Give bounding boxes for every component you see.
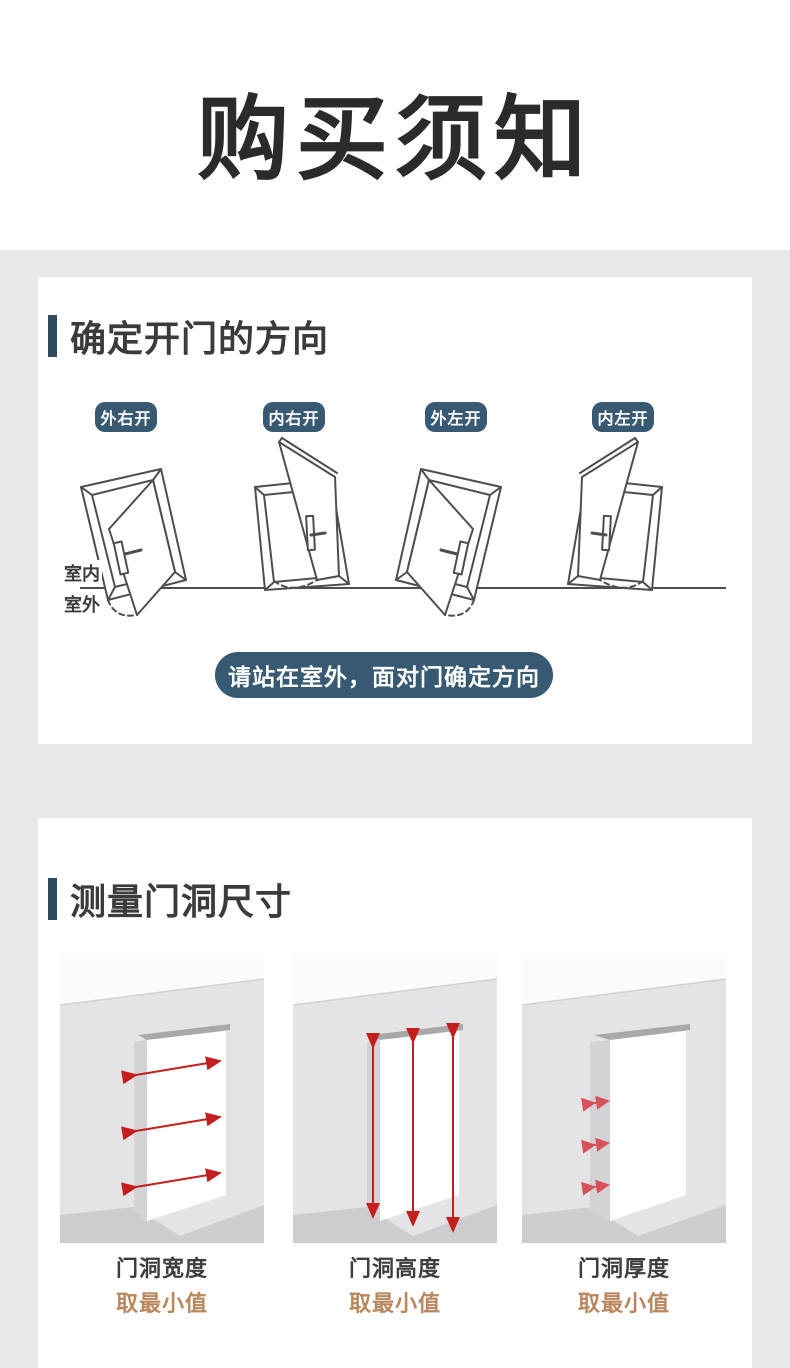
page-title: 购买须知 bbox=[196, 89, 593, 191]
figure-doorway-width: 门洞宽度 取最小值 bbox=[60, 953, 264, 1318]
section-direction-title: 确定开门的方向 bbox=[70, 318, 330, 359]
figure-doorway-height: 门洞高度 取最小值 bbox=[293, 953, 497, 1318]
outdoor-label: 室外 bbox=[62, 591, 102, 617]
figure-height-subcaption: 取最小值 bbox=[348, 1291, 441, 1316]
door-label-inward-left: 内左开 bbox=[592, 402, 654, 432]
indoor-label: 室内 bbox=[62, 560, 102, 586]
door-outward-right-icon bbox=[80, 468, 187, 617]
door-label-inward-right: 内右开 bbox=[263, 402, 325, 432]
figure-doorway-thickness: 门洞厚度 取最小值 bbox=[522, 953, 726, 1318]
door-label-outward-left: 外左开 bbox=[425, 402, 487, 432]
section-direction-heading: 确定开门的方向 bbox=[48, 310, 329, 362]
section-measure-doorway: 测量门洞尺寸 门洞宽度 取最小值 bbox=[38, 818, 752, 1368]
figure-thickness-subcaption: 取最小值 bbox=[577, 1291, 670, 1316]
heading-accent-bar bbox=[48, 315, 57, 357]
stand-outside-note: 请站在室外，面对门确定方向 bbox=[215, 652, 553, 698]
figure-width-subcaption: 取最小值 bbox=[115, 1291, 208, 1316]
doorway-height-arrows-icon bbox=[293, 953, 497, 1243]
section-door-direction: 确定开门的方向 外右开 内右开 外左开 内左开 室内 室外 bbox=[38, 277, 752, 744]
indoor-outdoor-divider-line bbox=[80, 587, 726, 589]
figure-width-caption: 门洞宽度 bbox=[115, 1256, 208, 1281]
figure-height-caption: 门洞高度 bbox=[348, 1256, 441, 1281]
door-label-outward-right: 外右开 bbox=[95, 402, 157, 432]
door-inward-left-icon bbox=[567, 437, 663, 591]
doorway-width-arrows-icon bbox=[60, 953, 264, 1243]
heading-accent-bar bbox=[48, 878, 57, 920]
section-measure-title: 测量门洞尺寸 bbox=[70, 881, 293, 922]
door-inward-right-icon bbox=[254, 437, 350, 591]
figure-thickness-caption: 门洞厚度 bbox=[577, 1256, 670, 1281]
section-measure-heading: 测量门洞尺寸 bbox=[48, 873, 292, 925]
door-outward-left-icon bbox=[395, 468, 502, 617]
doorway-thickness-arrows-icon bbox=[522, 953, 726, 1243]
